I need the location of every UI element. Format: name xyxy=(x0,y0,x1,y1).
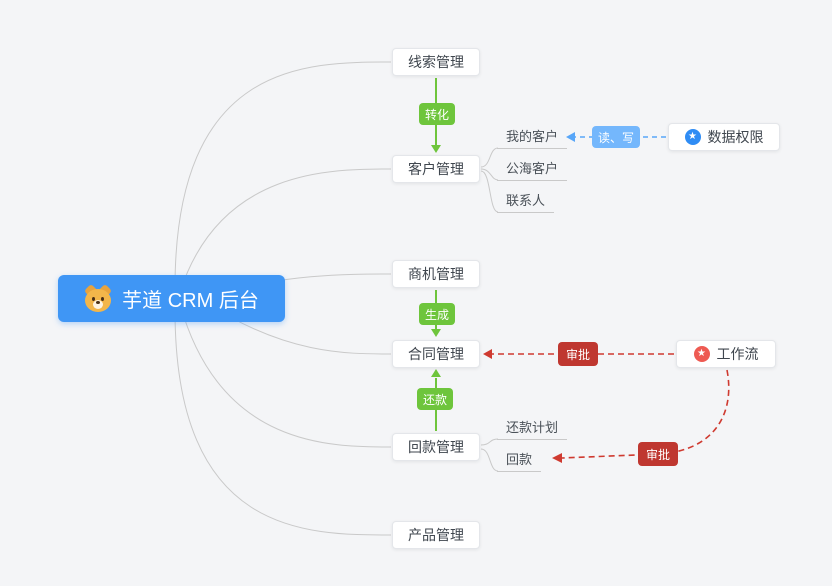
child-repayment-plan[interactable]: 还款计划 xyxy=(497,417,568,440)
child-my-customers[interactable]: 我的客户 xyxy=(497,126,568,149)
edge-label-approve-receivable: 审批 xyxy=(638,442,678,466)
child-pool-customers[interactable]: 公海客户 xyxy=(497,158,568,181)
edge-receivables-plan xyxy=(480,438,499,446)
edge-customers-pool xyxy=(480,168,499,181)
edge-customers-my xyxy=(480,147,499,168)
node-workflow[interactable]: ★ 工作流 xyxy=(676,340,776,368)
node-opportunities[interactable]: 商机管理 xyxy=(392,260,480,288)
arrow-approve-receivable-head xyxy=(552,453,562,463)
edge-customers-contacts xyxy=(480,170,499,213)
star-icon: ★ xyxy=(684,129,701,145)
arrow-generate-head xyxy=(431,329,441,337)
arrow-approve-receivable-line xyxy=(561,369,730,459)
star-icon: ★ xyxy=(693,346,710,362)
edge-root-leads xyxy=(174,61,392,289)
edge-label-generate: 生成 xyxy=(419,303,455,325)
node-contracts[interactable]: 合同管理 xyxy=(392,340,480,368)
arrow-approve-contract-head xyxy=(483,349,492,359)
arrow-convert-head xyxy=(431,145,441,153)
root-label: 芋道 CRM 后台 xyxy=(122,290,259,312)
shiba-logo-icon xyxy=(84,283,113,312)
edge-label-approve-contract: 审批 xyxy=(558,342,598,366)
node-leads[interactable]: 线索管理 xyxy=(392,48,480,76)
node-label: 数据权限 xyxy=(707,129,764,145)
edge-root-customers xyxy=(179,168,392,293)
node-label: 工作流 xyxy=(716,346,759,362)
node-data-permission[interactable]: ★ 数据权限 xyxy=(668,123,780,151)
edge-receivables-payment xyxy=(480,448,499,472)
edge-root-products xyxy=(174,309,392,536)
node-receivables[interactable]: 回款管理 xyxy=(392,433,480,461)
edge-label-read-write: 读、写 xyxy=(592,126,640,148)
arrow-permission-head xyxy=(566,132,575,142)
arrow-repay-head xyxy=(431,369,441,377)
node-root[interactable]: 芋道 CRM 后台 xyxy=(58,275,285,322)
edge-label-repay: 还款 xyxy=(417,388,453,410)
node-products[interactable]: 产品管理 xyxy=(392,521,480,549)
child-contacts[interactable]: 联系人 xyxy=(497,190,555,213)
child-payment[interactable]: 回款 xyxy=(497,449,542,472)
edge-label-convert: 转化 xyxy=(419,103,455,125)
edge-root-receivables xyxy=(179,303,392,448)
node-customers[interactable]: 客户管理 xyxy=(392,155,480,183)
